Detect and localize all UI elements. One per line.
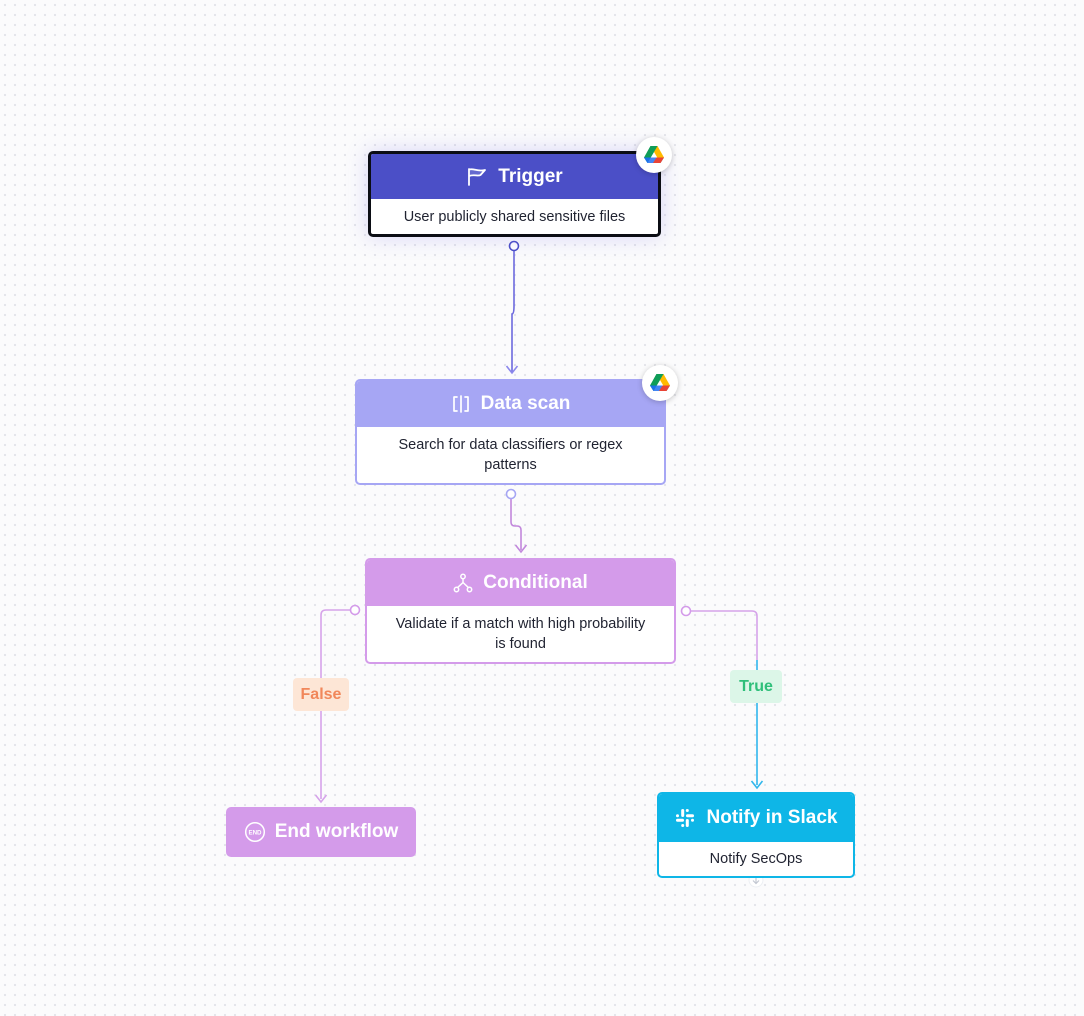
notify-slack-node-title: Notify in Slack — [706, 807, 838, 828]
notify-slack-node-description: Notify SecOps — [709, 851, 803, 867]
edge-trigger-to-scan — [505, 240, 520, 375]
end-workflow-node-title: End workflow — [274, 821, 399, 842]
google-drive-icon — [636, 137, 672, 173]
conditional-node-description: Validate if a match with high probabilit… — [395, 616, 646, 652]
conditional-true-port[interactable] — [680, 605, 692, 617]
edge-conditional-false — [314, 604, 361, 804]
end-workflow-node[interactable]: END End workflow — [226, 807, 416, 857]
scan-icon — [451, 395, 471, 413]
conditional-false-port[interactable] — [349, 604, 361, 616]
branch-icon — [453, 573, 473, 593]
edge-arrow — [514, 544, 528, 554]
true-branch-label: True — [730, 670, 782, 703]
edge-scan-to-conditional — [505, 488, 528, 554]
data-scan-node-title: Data scan — [480, 393, 571, 414]
edge-arrow — [505, 365, 519, 375]
end-workflow-node-header: END End workflow — [226, 807, 416, 857]
end-icon: END — [244, 821, 266, 843]
notify-slack-node[interactable]: Notify in Slack Notify SecOps — [657, 792, 855, 878]
notify-slack-node-header: Notify in Slack — [659, 794, 853, 842]
end-icon-text: END — [248, 829, 262, 836]
trigger-node[interactable]: Trigger User publicly shared sensitive f… — [368, 151, 661, 237]
data-scan-node-header: Data scan — [357, 381, 664, 427]
slack-icon — [675, 808, 695, 828]
trigger-node-header: Trigger — [371, 154, 658, 199]
conditional-node[interactable]: Conditional Validate if a match with hig… — [365, 558, 676, 664]
flag-icon — [466, 167, 488, 187]
conditional-node-title: Conditional — [483, 572, 588, 593]
data-scan-node-description: Search for data classifiers or regex pat… — [398, 437, 623, 473]
conditional-node-header: Conditional — [367, 560, 674, 606]
edge-arrow — [750, 780, 764, 790]
data-scan-node[interactable]: Data scan Search for data classifiers or… — [355, 379, 666, 485]
trigger-node-title: Trigger — [498, 165, 563, 187]
scan-output-port[interactable] — [505, 488, 517, 500]
trigger-node-description: User publicly shared sensitive files — [403, 208, 626, 225]
google-drive-icon — [642, 365, 678, 401]
edge-arrow — [314, 794, 328, 804]
false-branch-label: False — [293, 678, 349, 711]
trigger-output-port[interactable] — [508, 240, 520, 252]
